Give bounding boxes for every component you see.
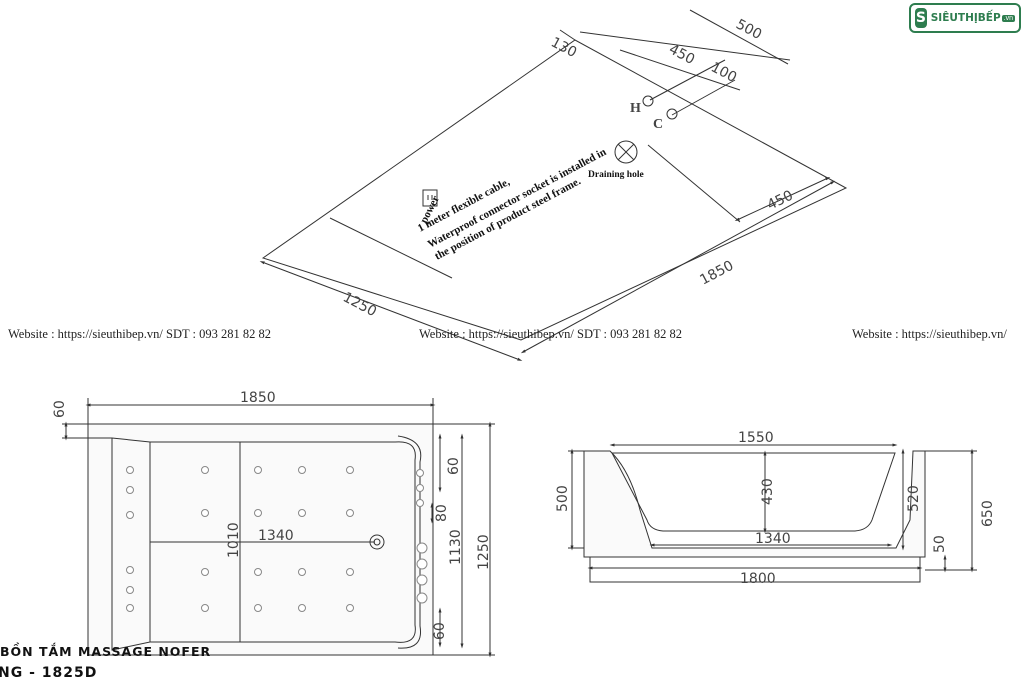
side-dim-650: 650 <box>980 500 996 527</box>
dim-1850: 1850 <box>697 258 736 289</box>
brand-logo: S SIÊUTHỊBẾP .vn <box>909 3 1021 33</box>
side-view <box>568 443 977 583</box>
jet-nozzle-icon <box>254 604 262 612</box>
cold-label: C <box>653 117 663 132</box>
logo-badge-icon: S <box>915 8 927 28</box>
plan-dim-1850: 1850 <box>240 390 276 406</box>
watermark-website-3: Website : https://sieuthibep.vn/ <box>852 327 1007 341</box>
drain-label: Draining hole <box>588 170 644 180</box>
jet-nozzle-icon <box>126 511 134 519</box>
side-dim-50: 50 <box>932 535 948 553</box>
jet-nozzle-icon <box>346 509 354 517</box>
plan-dim-1010: 1010 <box>226 522 242 558</box>
iso-labels: 130 500 450 100 450 1850 1250 H C Draini… <box>340 16 796 320</box>
jet-nozzle-icon <box>416 469 424 477</box>
dim-500: 500 <box>733 16 764 43</box>
plan-labels: 1850 60 1340 1010 60 80 1130 1250 60 <box>52 390 492 640</box>
plan-drain-icon <box>369 534 385 550</box>
jet-nozzle-icon <box>254 466 262 474</box>
jet-nozzle-icon <box>201 604 209 612</box>
jet-nozzle-icon <box>298 604 306 612</box>
dim-130: 130 <box>548 34 579 61</box>
logo-brand-text: SIÊUTHỊBẾP <box>930 12 1001 24</box>
plan-inner-basin <box>111 437 416 651</box>
plan-dim-1340: 1340 <box>258 528 294 544</box>
jet-nozzle-icon <box>126 486 134 494</box>
product-title: BỒN TẮM MASSAGE NOFER <box>0 644 212 659</box>
dim-1250: 1250 <box>340 289 379 320</box>
plan-dim-80: 80 <box>434 504 450 522</box>
logo-tld: .vn <box>1001 14 1015 22</box>
iso-view <box>259 9 848 361</box>
jet-nozzle-icon <box>126 466 134 474</box>
side-dim-520: 520 <box>906 485 922 512</box>
leader-cold <box>671 79 736 116</box>
plan-jets <box>126 466 428 612</box>
plan-dim-60-left: 60 <box>52 400 68 418</box>
plan-dim-60-bottom: 60 <box>432 622 448 640</box>
dim-line-1250 <box>259 261 523 361</box>
dim-450-side: 450 <box>765 187 796 213</box>
jet-nozzle-icon <box>254 509 262 517</box>
jet-nozzle-icon <box>416 499 424 507</box>
dim-100: 100 <box>708 59 739 86</box>
cold-inlet-icon <box>666 108 678 120</box>
jet-nozzle-icon <box>346 466 354 474</box>
plan-dim-60-top: 60 <box>446 457 462 475</box>
headrest-jet-icon <box>416 558 428 570</box>
side-dim-430: 430 <box>760 478 776 505</box>
side-labels: 1550 430 500 1340 1800 520 650 50 <box>555 430 996 587</box>
plan-view <box>62 398 495 658</box>
jet-nozzle-icon <box>126 586 134 594</box>
dim-line-500 <box>579 31 791 61</box>
jet-nozzle-icon <box>346 604 354 612</box>
power-socket-icon <box>422 189 438 207</box>
product-model: NG - 1825D <box>0 665 98 681</box>
side-dim-1340: 1340 <box>755 531 791 547</box>
jet-nozzle-icon <box>416 484 424 492</box>
dim-450-top: 450 <box>666 41 697 68</box>
hot-inlet-icon <box>642 95 654 107</box>
side-dim-1550: 1550 <box>738 430 774 446</box>
headrest-jet-icon <box>416 592 428 604</box>
hot-label: H <box>630 101 641 116</box>
note-line-3: Waterproof connector socket is installed… <box>426 146 609 251</box>
headrest-jet-icon <box>416 574 428 586</box>
side-inner-basin <box>611 452 896 532</box>
plan-dim-1250: 1250 <box>476 534 492 570</box>
watermark-website-2: Website : https://sieuthibep.vn/ SDT : 0… <box>419 327 682 341</box>
jet-nozzle-icon <box>346 568 354 576</box>
plan-dim-1130: 1130 <box>448 529 464 565</box>
side-dim-1800: 1800 <box>740 571 776 587</box>
jet-nozzle-icon <box>126 604 134 612</box>
leader-hot <box>649 59 726 101</box>
side-base-frame <box>589 556 921 583</box>
headrest-jet-icon <box>416 542 428 554</box>
jet-nozzle-icon <box>201 466 209 474</box>
jet-nozzle-icon <box>254 568 262 576</box>
jet-nozzle-icon <box>298 568 306 576</box>
dim-line-450-top <box>619 49 741 91</box>
side-dim-500: 500 <box>555 485 571 512</box>
jet-nozzle-icon <box>298 466 306 474</box>
drain-hole-icon <box>614 140 638 164</box>
dim-line-450-side <box>734 176 831 222</box>
watermark-website-1: Website : https://sieuthibep.vn/ SDT : 0… <box>8 327 271 341</box>
jet-nozzle-icon <box>201 568 209 576</box>
jet-nozzle-icon <box>201 509 209 517</box>
jet-nozzle-icon <box>298 509 306 517</box>
jet-nozzle-icon <box>126 566 134 574</box>
